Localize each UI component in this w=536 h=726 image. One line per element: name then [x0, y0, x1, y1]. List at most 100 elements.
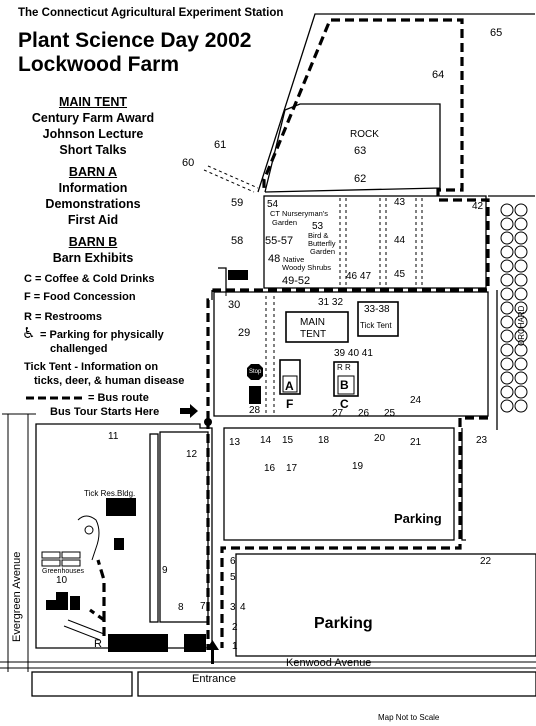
legend-item: Barn Exhibits — [52, 251, 134, 265]
plot-label: 8 — [178, 602, 184, 613]
west-block-outline — [35, 423, 213, 649]
key-bus-route: = Bus route — [88, 392, 149, 404]
native-shrubs-label-2: Woody Shrubs — [282, 263, 332, 272]
legend-item: Johnson Lecture — [42, 127, 144, 141]
plot-label: 49-52 — [282, 275, 311, 287]
plot-label: 65 — [490, 27, 503, 39]
coffee-label: C — [340, 397, 349, 411]
legend-barn-a: BARN A Information Demonstrations First … — [8, 164, 178, 228]
barn-b-label: B — [340, 378, 349, 392]
barn-b — [333, 361, 359, 397]
bus-route — [206, 18, 490, 648]
south-parking-lot — [235, 553, 536, 657]
plot-label: 7 — [200, 601, 206, 612]
key-tick-tent: Tick Tent - Information on — [24, 361, 159, 373]
parking-east-label: Parking — [394, 511, 442, 526]
plot-label: 11 — [108, 431, 119, 442]
key-coffee: C = Coffee & Cold Drinks — [24, 273, 155, 285]
plot-label: 46 47 — [346, 271, 372, 282]
plot-label: 30 — [228, 299, 241, 311]
plot-label: 54 — [267, 199, 279, 210]
key-tick-tent-2: ticks, deer, & human disease — [34, 375, 185, 387]
main-tent-field — [213, 291, 489, 417]
plot-label: 39 40 41 — [334, 348, 373, 359]
food-label: F — [286, 397, 294, 411]
plot-label: 64 — [432, 69, 445, 81]
garden-block — [263, 195, 487, 289]
barn-a-label: A — [285, 379, 294, 393]
plot-label: 27 — [332, 408, 344, 419]
evergreen-avenue-label: Evergreen Avenue — [11, 551, 23, 642]
plot-label: 16 — [264, 463, 276, 474]
tick-research-label: Tick Res.Bldg. — [84, 489, 136, 498]
plot-label: 63 — [354, 145, 367, 157]
greenhouses-label: Greenhouses — [42, 568, 85, 575]
plot-label: 14 — [260, 435, 272, 446]
plot-label: 5 — [230, 572, 236, 583]
page-subtitle: Lockwood Farm — [18, 53, 180, 76]
ct-nursery-label-2: Garden — [272, 218, 298, 227]
native-shrubs-label: Native — [283, 255, 305, 264]
plot-label: 43 — [394, 197, 406, 208]
restroom-r-label: R — [94, 638, 102, 650]
plot-label: 58 — [231, 235, 244, 247]
plot-label: 6 — [230, 556, 236, 567]
orchard-trees — [500, 203, 528, 413]
barn-a-heading: BARN A — [68, 165, 118, 179]
plot-label: 55-57 — [265, 235, 294, 247]
plot-label: 59 — [231, 197, 244, 209]
entrance-arrow-icon — [206, 640, 219, 664]
tick-research-building — [106, 498, 136, 516]
barn-a — [279, 359, 301, 395]
main-tent — [285, 311, 349, 343]
plot-label: 10 — [56, 575, 68, 586]
key-bus-tour: Bus Tour Starts Here — [50, 406, 160, 418]
key-restrooms: R = Restrooms — [24, 311, 102, 323]
plot-label: 12 — [186, 449, 198, 460]
bird-garden-label: Bird & — [308, 231, 329, 240]
plot-label: 42 — [472, 201, 484, 212]
bird-garden-label-3: Garden — [310, 247, 336, 256]
plot-label: 48 — [268, 253, 281, 265]
north-field-outline — [257, 13, 535, 193]
plot-9-block — [159, 431, 209, 623]
page-title: Plant Science Day 2002 — [18, 29, 252, 52]
east-parking-lot — [223, 427, 455, 541]
main-tent-label-2: TENT — [300, 329, 327, 340]
plot-label: 26 — [358, 408, 370, 419]
tick-tent — [357, 301, 399, 337]
building-58 — [228, 270, 248, 280]
station-name: The Connecticut Agricultural Experiment … — [18, 7, 284, 19]
plot-label: 13 — [229, 437, 241, 448]
legend-item: Information — [58, 181, 128, 195]
plot-label: 25 — [384, 408, 396, 419]
plot-label: 3 — [230, 602, 236, 613]
bird-garden-label-2: Butterfly — [308, 239, 336, 248]
plot-label: 31 32 — [318, 297, 344, 308]
ct-nursery-label: CT Nurseryman's — [270, 209, 328, 218]
legend-item: First Aid — [67, 213, 119, 227]
plot-label: 4 — [240, 602, 246, 613]
plot-label: 23 — [476, 435, 488, 446]
bus-start-arrow-icon — [180, 404, 198, 418]
plot-label: 24 — [410, 395, 422, 406]
key-parking-challenged: = Parking for physically — [40, 329, 164, 341]
plot-label: 21 — [410, 437, 422, 448]
plot-label: 53 — [312, 221, 324, 232]
plot-label: 20 — [374, 433, 386, 444]
legend-barn-b: BARN B Barn Exhibits — [8, 234, 178, 266]
rock-label: ROCK — [350, 129, 379, 140]
key-parking-challenged-2: challenged — [50, 343, 108, 355]
restrooms-b-label: R R — [337, 363, 351, 372]
entrance-label: Entrance — [192, 673, 237, 685]
plot-label: 2 — [232, 622, 238, 633]
restroom-building — [108, 634, 168, 652]
legend-main-tent: MAIN TENT Century Farm Award Johnson Lec… — [8, 94, 178, 158]
greenhouse — [41, 551, 61, 559]
parking-south-label: Parking — [314, 615, 373, 632]
not-to-scale-note: Map Not to Scale — [378, 713, 440, 722]
plot-label: 44 — [394, 235, 406, 246]
main-tent-label: MAIN — [300, 317, 325, 328]
key-food: F = Food Concession — [24, 291, 136, 303]
